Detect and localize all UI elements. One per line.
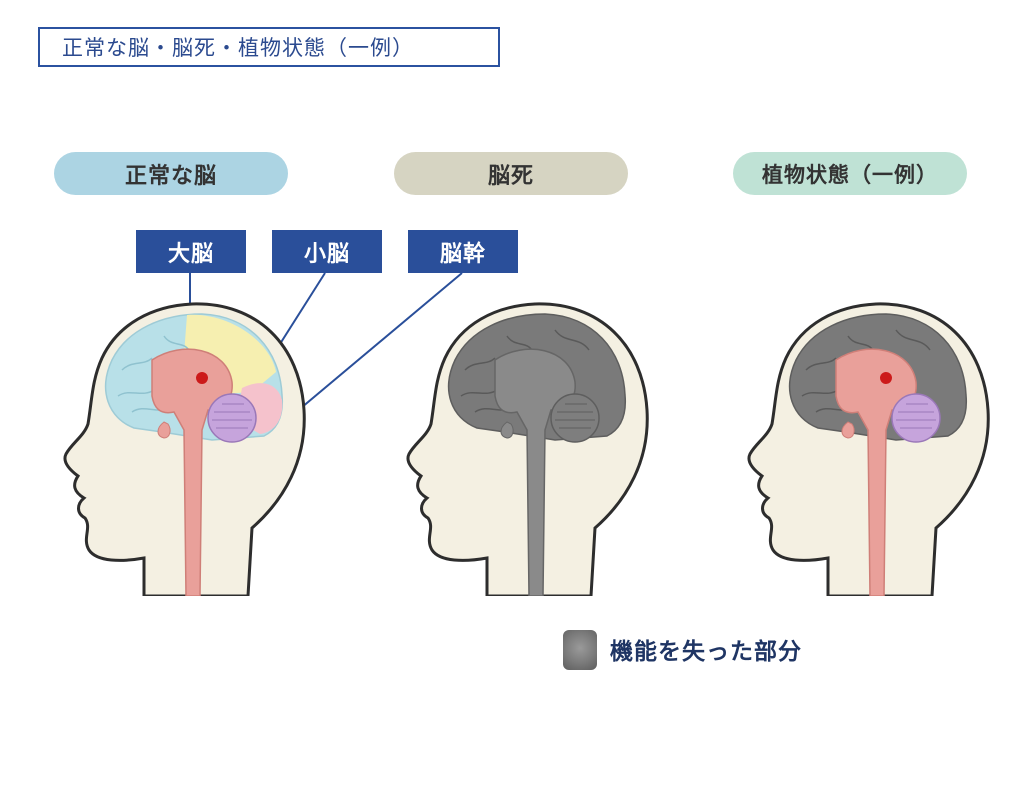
panel-header-vegetative: 植物状態（一例） xyxy=(733,152,967,195)
legend-label: 機能を失った部分 xyxy=(610,639,802,665)
label-brainstem: 脳幹 xyxy=(408,230,518,273)
diagram-title: 正常な脳・脳死・植物状態（一例） xyxy=(38,27,500,67)
head-brain-death xyxy=(406,302,649,596)
label-cerebellum: 小脳 xyxy=(272,230,382,273)
cerebellum-lost-function xyxy=(550,393,600,443)
legend-swatch xyxy=(563,630,597,670)
head-vegetative-state xyxy=(747,302,990,596)
head-normal-brain xyxy=(63,302,306,596)
cerebellum-functional xyxy=(891,393,941,443)
cerebellum xyxy=(207,393,257,443)
label-cerebrum: 大脳 xyxy=(136,230,246,273)
panel-header-brain-death: 脳死 xyxy=(394,152,628,195)
panel-header-normal: 正常な脳 xyxy=(54,152,288,195)
